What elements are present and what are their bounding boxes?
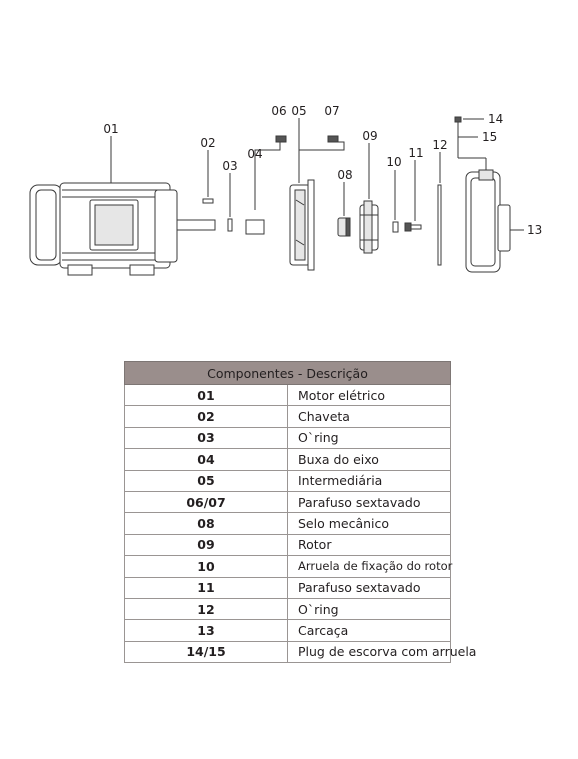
row-code: 06/07: [124, 490, 288, 514]
row-description: Rotor: [287, 533, 451, 557]
part-09-impeller: [359, 200, 379, 254]
callout-05: 05: [291, 104, 306, 118]
table-header-row: Componentes - Descrição: [124, 361, 451, 385]
row-description: Chaveta: [287, 405, 451, 428]
row-description: Intermediária: [287, 469, 451, 492]
callout-11: 11: [408, 146, 423, 160]
callout-08: 08: [337, 168, 352, 182]
part-10-impeller-washer: [392, 221, 399, 233]
part-05-intermediate: [289, 179, 315, 271]
callout-09: 09: [362, 129, 377, 143]
part-04-bushing: [245, 219, 265, 235]
callout-07: 07: [324, 104, 339, 118]
row-description: Selo mecânico: [287, 512, 451, 535]
callout-15: 15: [482, 130, 497, 144]
row-description: O`ring: [287, 426, 451, 450]
callout-06: 06: [271, 104, 286, 118]
row-description: Carcaça: [287, 619, 451, 642]
part-14-15-priming-plug: [454, 116, 487, 170]
callout-10: 10: [386, 155, 401, 169]
part-03-oring: [227, 218, 233, 232]
row-code: 03: [124, 426, 288, 450]
callout-02: 02: [200, 136, 215, 150]
row-code: 13: [124, 619, 288, 642]
row-code: 10: [124, 555, 288, 578]
callout-13: 13: [527, 223, 542, 237]
row-code: 14/15: [124, 640, 288, 664]
row-code: 12: [124, 597, 288, 621]
part-06-hex-bolt: [275, 135, 287, 143]
row-code: 05: [124, 469, 288, 492]
row-description: Parafuso sextavado: [287, 576, 451, 599]
row-code: 11: [124, 576, 288, 599]
callout-04: 04: [247, 147, 262, 161]
callout-12: 12: [432, 138, 447, 152]
part-02-key: [202, 198, 214, 204]
table-header: Componentes - Descrição: [124, 361, 451, 385]
callout-03: 03: [222, 159, 237, 173]
row-code: 09: [124, 533, 288, 557]
part-07-hex-bolt: [327, 135, 339, 143]
part-12-oring: [437, 184, 442, 266]
row-description: Arruela de fixação do rotor: [287, 555, 452, 578]
callout-01: 01: [103, 122, 118, 136]
row-code: 02: [124, 405, 288, 428]
row-description: Parafuso sextavado: [287, 490, 451, 514]
row-description: Buxa do eixo: [287, 448, 451, 471]
row-code: 04: [124, 448, 288, 471]
leader-lines: [110, 118, 524, 231]
row-description: O`ring: [287, 597, 451, 621]
part-08-mechanical-seal: [337, 217, 351, 237]
part-11-hex-bolt: [404, 222, 422, 232]
part-01-electric-motor: [29, 182, 216, 276]
row-description: Motor elétrico: [287, 383, 451, 407]
row-code: 08: [124, 512, 288, 535]
row-description: Plug de escorva com arruela: [287, 640, 476, 664]
exploded-view-svg: 01 02 03 04 05 06 07 08 09 10 11 12 13 1…: [29, 104, 542, 276]
exploded-view-diagram: 01 02 03 04 05 06 07 08 09 10 11 12 13 1…: [0, 0, 578, 300]
row-code: 01: [124, 383, 288, 407]
callout-14: 14: [488, 112, 503, 126]
part-13-pump-casing: [465, 169, 511, 273]
